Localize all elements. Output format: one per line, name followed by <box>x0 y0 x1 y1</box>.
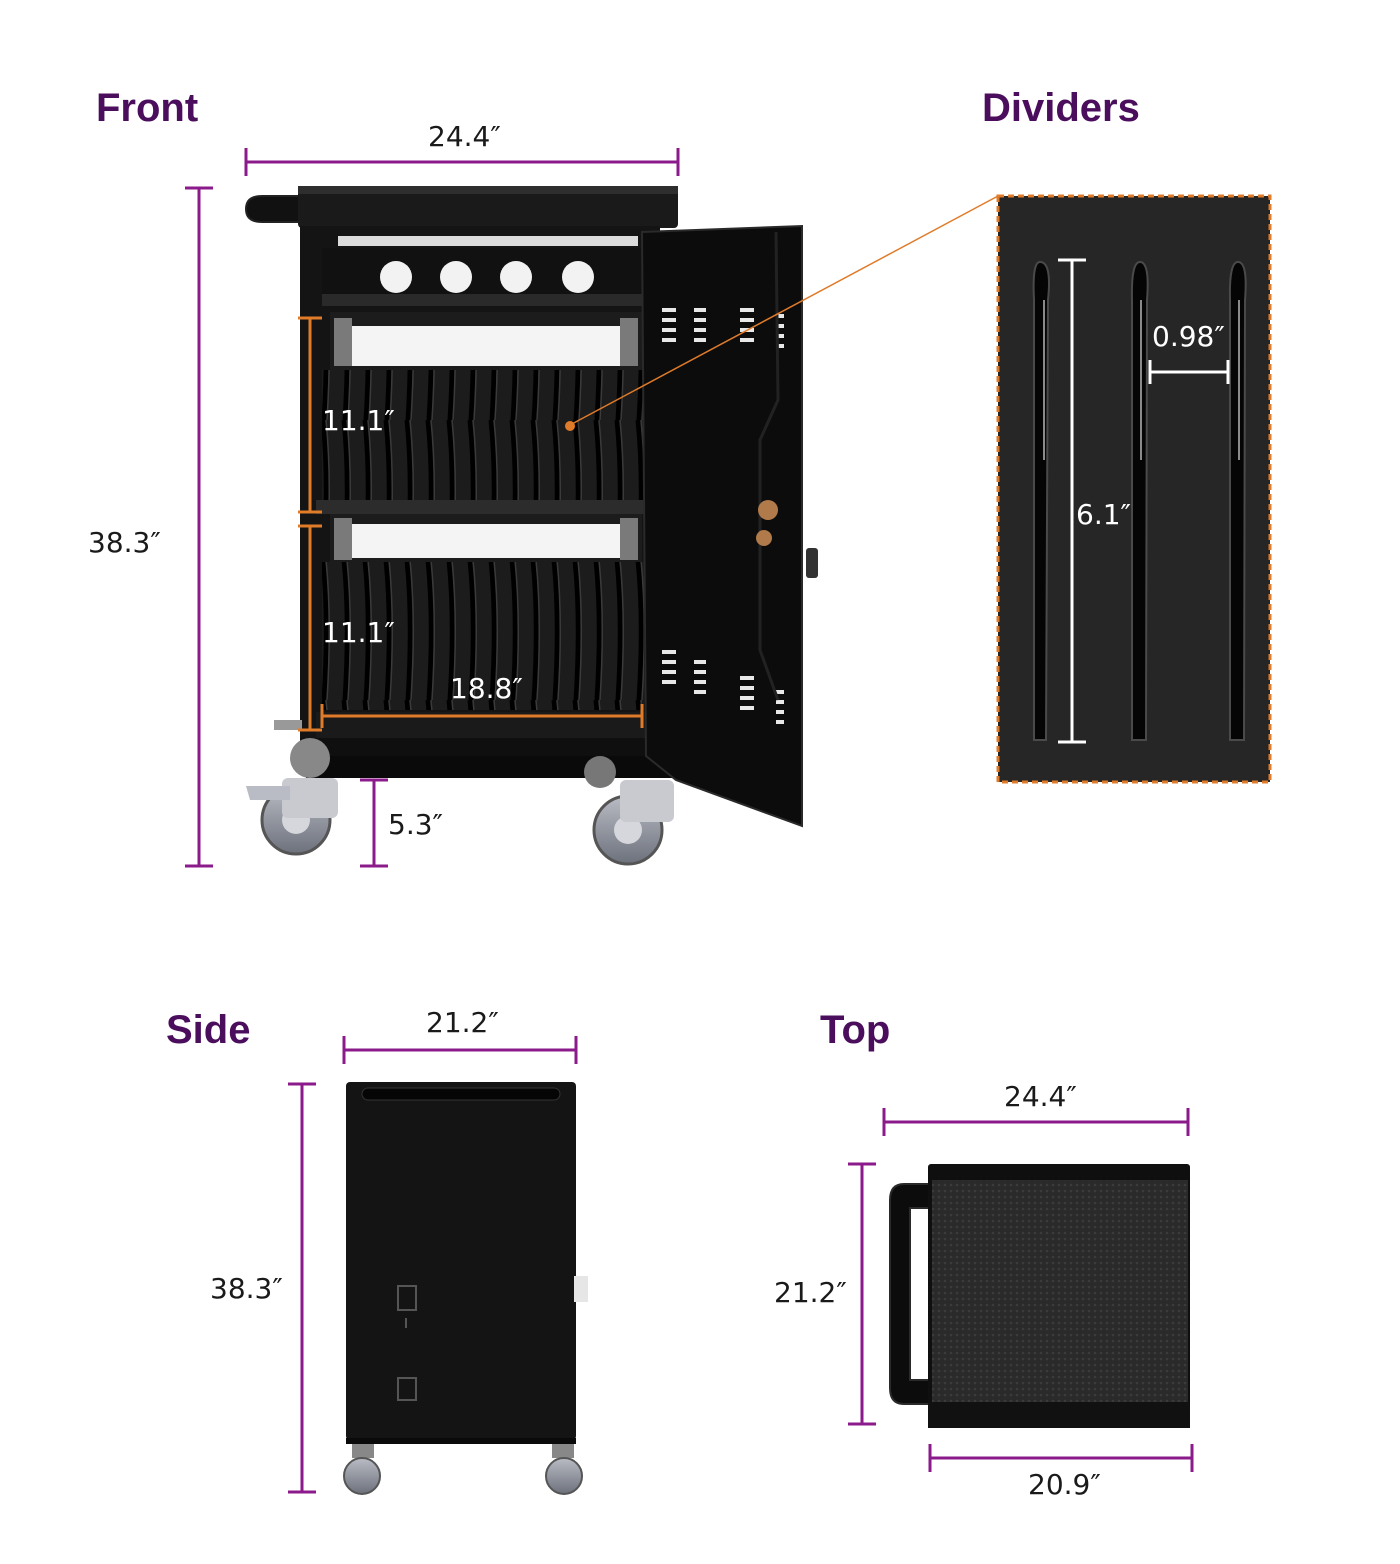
top-width-label: 24.4″ <box>1004 1080 1077 1113</box>
caster-height-label: 5.3″ <box>388 808 443 841</box>
top-depth-label: 21.2″ <box>774 1276 847 1309</box>
dividers-detail <box>996 194 1272 784</box>
lower-shelf-height-label: 11.1″ <box>322 616 395 649</box>
divider-gap-label: 0.98″ <box>1152 320 1225 353</box>
front-height-label: 38.3″ <box>88 526 161 559</box>
upper-shelf-height-label: 11.1″ <box>322 404 395 437</box>
front-width-label: 24.4″ <box>428 120 501 153</box>
front-title: Front <box>96 86 199 130</box>
dividers-title: Dividers <box>982 86 1140 130</box>
front-shelf-markers <box>298 195 999 732</box>
side-height-label: 38.3″ <box>210 1272 283 1305</box>
divider-height-label: 6.1″ <box>1076 498 1131 531</box>
inner-width-label: 18.8″ <box>450 672 523 705</box>
side-dimension-lines <box>288 1036 578 1494</box>
side-title: Side <box>166 1008 251 1052</box>
front-view-cabinet <box>244 186 818 866</box>
side-view-cabinet <box>343 1082 588 1495</box>
top-view-cabinet <box>889 1164 1190 1428</box>
top-dimension-lines <box>848 1108 1194 1472</box>
divider-callout-dot <box>565 421 575 431</box>
side-depth-label: 21.2″ <box>426 1006 499 1039</box>
top-inner-width-label: 20.9″ <box>1028 1468 1101 1501</box>
top-title: Top <box>820 1008 891 1052</box>
front-casters <box>246 720 674 866</box>
front-dimension-lines <box>185 148 680 868</box>
